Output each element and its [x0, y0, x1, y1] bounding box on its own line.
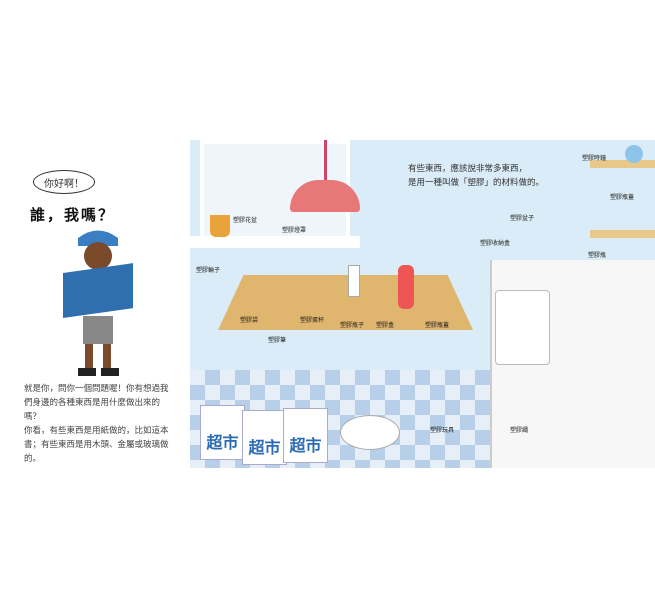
label: 塑膠瓶蓋	[425, 322, 450, 329]
shopping-bag: 超市	[283, 408, 328, 463]
boy-reading-illustration	[63, 230, 133, 376]
white-dog	[340, 415, 400, 450]
kitchen-table	[218, 275, 473, 330]
label: 塑膠蛋杯	[300, 317, 325, 324]
flower-pot	[210, 215, 230, 237]
label: 塑膠盆子	[510, 215, 535, 222]
intro-paragraph-1: 就是你，問你一個問題喔！你有想過我們身邊的各種東西是用什麼做出來的嗎？	[24, 384, 169, 422]
intro-paragraph-2: 你看，有些東西是用紙做的，比如這本書；有些東西是用木頭、金屬或玻璃做的。	[24, 426, 169, 464]
label: 塑膠筆	[268, 337, 287, 344]
shopping-bag: 超市	[200, 405, 245, 460]
label: 塑膠瓶子	[340, 322, 365, 329]
label: 塑膠收納盒	[480, 240, 511, 247]
label: 塑膠瓶	[588, 252, 607, 259]
ketchup-bottle	[398, 265, 414, 309]
shelf-bottom	[590, 230, 655, 238]
intro-line-1: 有些東西，應該說非常多東西，	[408, 164, 528, 174]
speech-bubble: 你好啊！	[33, 170, 95, 194]
label: 塑膠燈罩	[282, 227, 307, 234]
label: 塑膠輪子	[196, 267, 221, 274]
intro-line-2: 是用一種叫做「塑膠」的材料做的。	[408, 178, 545, 188]
label: 塑膠瓶蓋	[610, 194, 635, 201]
label: 塑膠繩	[510, 427, 529, 434]
page-title: 誰，我嗎？	[30, 206, 116, 224]
pendant-lamp	[290, 180, 360, 212]
label: 塑膠花盆	[233, 217, 258, 224]
milk-bottle	[348, 265, 360, 297]
label: 塑膠盒	[376, 322, 395, 329]
label: 塑膠袋	[240, 317, 259, 324]
label: 塑膠玩具	[430, 427, 455, 434]
shelf-top	[590, 160, 655, 168]
washing-machine	[495, 290, 550, 365]
clock	[625, 145, 643, 163]
kitchen-illustration: 有些東西，應該說非常多東西， 是用一種叫做「塑膠」的材料做的。 塑膠時鐘 塑膠瓶…	[190, 140, 655, 468]
lamp-cord	[324, 140, 327, 182]
shopping-bag: 超市	[242, 410, 287, 465]
label: 塑膠時鐘	[582, 155, 607, 162]
window-sill	[190, 236, 360, 248]
